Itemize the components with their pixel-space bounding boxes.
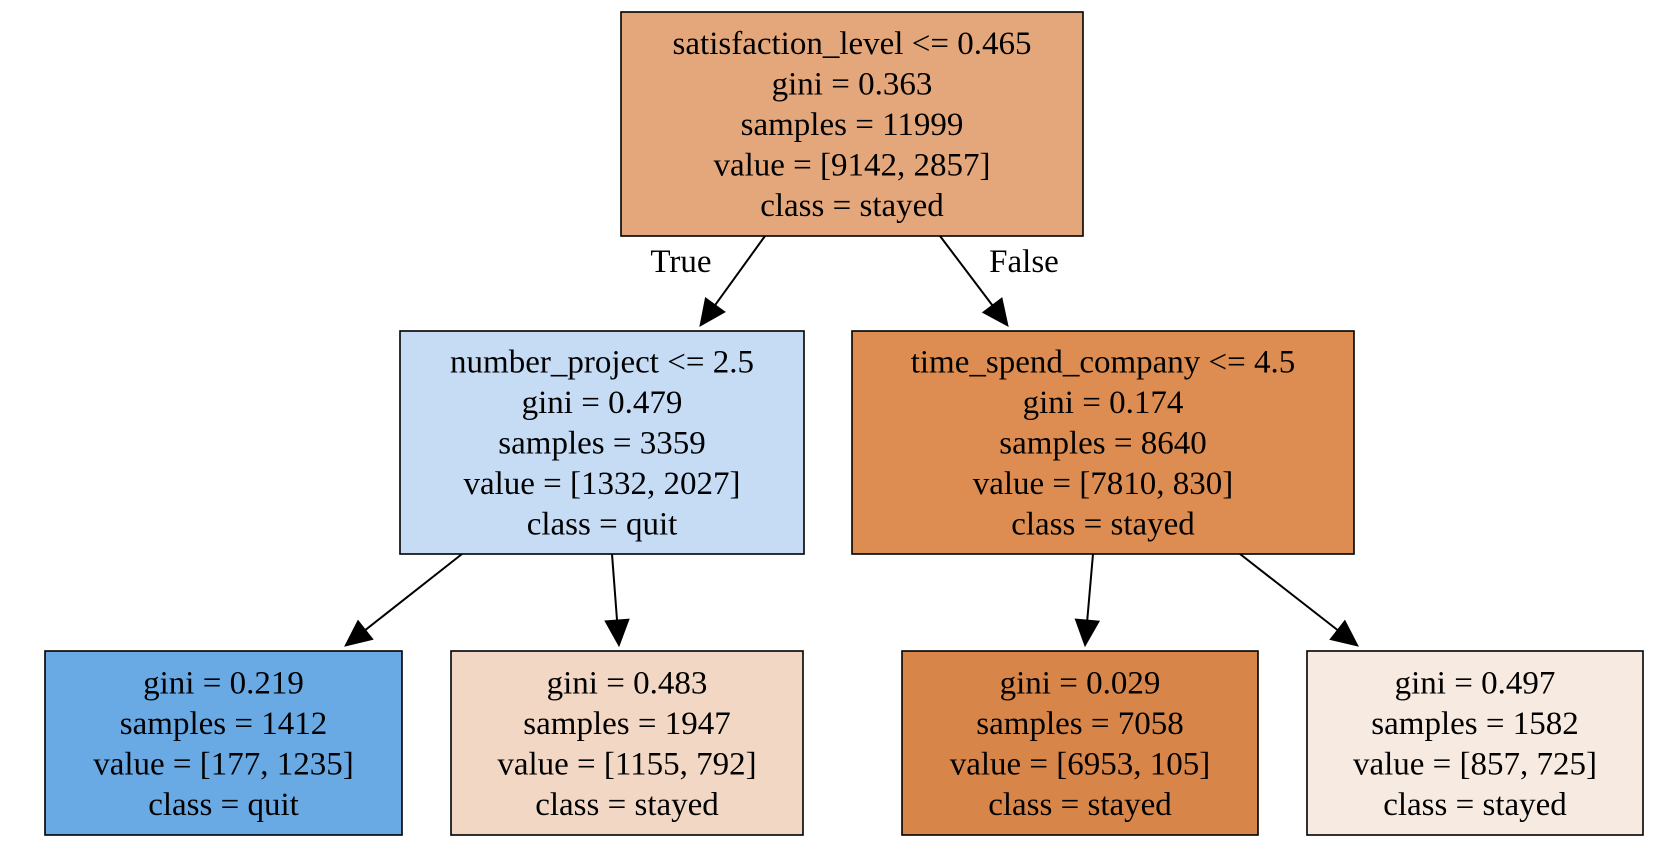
node-line: gini = 0.479 — [522, 385, 683, 421]
node-line: samples = 11999 — [741, 107, 964, 143]
node-line: value = [177, 1235] — [93, 746, 354, 782]
arrowhead — [344, 619, 374, 647]
node-box — [1306, 650, 1644, 836]
node-line: gini = 0.483 — [547, 665, 708, 701]
edge-line — [1086, 553, 1094, 621]
node-line: class = stayed — [1383, 787, 1567, 823]
node-line: satisfaction_level <= 0.465 — [673, 26, 1032, 62]
node-line: class = stayed — [988, 787, 1172, 823]
node-line: value = [857, 725] — [1353, 746, 1597, 782]
node-line: samples = 1947 — [523, 706, 730, 742]
node-line: samples = 1582 — [1371, 706, 1578, 742]
node-line: value = [1332, 2027] — [463, 466, 740, 502]
node-line: gini = 0.029 — [1000, 665, 1161, 701]
edge-line — [1239, 553, 1339, 631]
tree-node-rl: gini = 0.029 samples = 7058 value = [6953,… — [901, 650, 1259, 836]
tree-node-rr: gini = 0.497 samples = 1582 value = [857, … — [1306, 650, 1644, 836]
edge-right-rr — [1239, 553, 1359, 647]
edge-line — [939, 235, 994, 306]
node-box — [620, 11, 1084, 237]
node-line: value = [1155, 792] — [497, 746, 756, 782]
node-line: class = stayed — [535, 787, 719, 823]
node-box — [901, 650, 1259, 836]
node-box — [851, 330, 1355, 555]
tree-node-right: time_spend_company <= 4.5 gini = 0.174 sam… — [851, 330, 1355, 555]
node-line: samples = 7058 — [976, 706, 1183, 742]
edge-root-left: True — [650, 235, 766, 327]
tree-node-root: satisfaction_level <= 0.465 gini = 0.363 s… — [620, 11, 1084, 237]
tree-node-left: number_project <= 2.5 gini = 0.479 samples… — [399, 330, 805, 555]
edge-label-true: True — [650, 244, 711, 280]
node-line: class = quit — [148, 787, 299, 823]
arrowhead — [699, 297, 726, 327]
edge-line — [611, 553, 619, 621]
edge-left-lr — [604, 553, 630, 648]
edge-right-rl — [1074, 553, 1101, 648]
node-line: gini = 0.174 — [1023, 385, 1184, 421]
node-line: value = [6953, 105] — [950, 746, 1211, 782]
edge-left-ll — [344, 553, 463, 647]
node-line: value = [9142, 2857] — [713, 148, 990, 184]
node-line: class = stayed — [1011, 507, 1195, 543]
edge-label-false: False — [989, 244, 1059, 280]
tree-node-lr: gini = 0.483 samples = 1947 value = [1155,… — [450, 650, 804, 836]
node-line: samples = 8640 — [999, 426, 1206, 462]
node-line: gini = 0.219 — [143, 665, 304, 701]
node-line: class = stayed — [760, 188, 944, 224]
arrowhead — [981, 297, 1009, 327]
arrowhead — [604, 618, 630, 648]
arrowhead — [1329, 619, 1359, 647]
node-line: time_spend_company <= 4.5 — [911, 345, 1296, 381]
node-box — [450, 650, 804, 836]
node-line: class = quit — [527, 507, 678, 543]
node-line: gini = 0.497 — [1395, 665, 1556, 701]
node-box — [399, 330, 805, 555]
edge-line — [714, 235, 766, 306]
node-line: samples = 3359 — [498, 426, 705, 462]
nodes-layer: satisfaction_level <= 0.465 gini = 0.363 s… — [44, 11, 1644, 836]
edges-layer: True False — [344, 235, 1359, 648]
node-line: value = [7810, 830] — [973, 466, 1234, 502]
node-line: samples = 1412 — [120, 706, 327, 742]
edge-root-right: False — [939, 235, 1059, 327]
node-box — [44, 650, 403, 836]
tree-node-ll: gini = 0.219 samples = 1412 value = [177, … — [44, 650, 403, 836]
node-line: gini = 0.363 — [772, 67, 933, 103]
edge-line — [364, 553, 463, 631]
arrowhead — [1074, 618, 1101, 648]
node-line: number_project <= 2.5 — [450, 345, 754, 381]
